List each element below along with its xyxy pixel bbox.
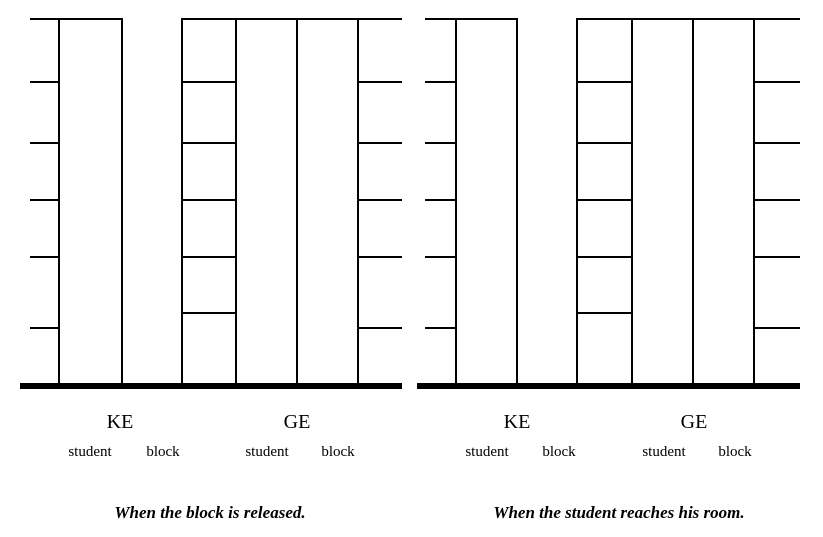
sub-label-ge-block: block [718, 444, 752, 460]
gridline-tick-right-4 [357, 199, 402, 201]
bar-division-ke-block-2 [181, 142, 237, 144]
bar-top-ke-block [181, 18, 237, 20]
energy-bar-chart-panel-left: KE GE student block student block When t… [0, 0, 411, 537]
gridline-tick-right-4 [753, 199, 800, 201]
sub-label-ke-student: student [465, 444, 509, 460]
bar-top-ke-student [58, 18, 123, 20]
gridline-tick-left-2 [425, 81, 456, 83]
gridline-tick-right-3 [357, 142, 402, 144]
baseline-axis [20, 383, 402, 389]
gridline-tick-right-5 [753, 256, 800, 258]
bar-division-ke-block-3 [576, 199, 633, 201]
gridline-tick-right-1 [753, 18, 800, 20]
gridline-tick-left-1 [30, 18, 60, 20]
panel-caption-right: When the student reaches his room. [493, 503, 745, 522]
gridline-tick-right-2 [357, 81, 402, 83]
bar-division-ke-block-5 [576, 312, 633, 314]
gridline-tick-left-4 [30, 199, 60, 201]
bar-top-ke-block [576, 18, 633, 20]
bar-edge-2 [121, 18, 123, 388]
gridline-tick-left-6 [30, 327, 60, 329]
bar-edge-5 [296, 18, 298, 388]
group-label-ke: KE [503, 411, 531, 433]
plot-area-right [412, 0, 823, 400]
group-label-ge: GE [680, 411, 708, 433]
group-label-ke: KE [106, 411, 134, 433]
plot-area-left [0, 0, 411, 400]
baseline-axis [417, 383, 800, 389]
gridline-tick-right-6 [753, 327, 800, 329]
bar-edge-2 [516, 18, 518, 388]
gridline-tick-left-3 [30, 142, 60, 144]
bar-edge-4 [235, 18, 237, 388]
gridline-tick-left-2 [30, 81, 60, 83]
bar-top-ge-block [692, 18, 755, 20]
bar-edge-5 [692, 18, 694, 388]
sub-label-ge-student: student [642, 444, 686, 460]
bar-edge-6 [357, 18, 359, 388]
gridline-tick-right-3 [753, 142, 800, 144]
bar-division-ke-block-1 [181, 81, 237, 83]
gridline-tick-left-5 [425, 256, 456, 258]
gridline-tick-left-1 [425, 18, 456, 20]
bar-division-ke-block-4 [576, 256, 633, 258]
group-label-ge: GE [283, 411, 311, 433]
bar-division-ke-block-1 [576, 81, 633, 83]
sub-label-ge-block: block [321, 444, 355, 460]
bar-edge-3 [576, 18, 578, 388]
sub-label-ke-block: block [146, 444, 180, 460]
gridline-tick-left-3 [425, 142, 456, 144]
sub-label-ke-block: block [542, 444, 576, 460]
bar-division-ke-block-3 [181, 199, 237, 201]
gridline-tick-left-5 [30, 256, 60, 258]
gridline-tick-right-2 [753, 81, 800, 83]
bar-top-ke-student [455, 18, 518, 20]
gridline-tick-left-4 [425, 199, 456, 201]
bar-edge-4 [631, 18, 633, 388]
gridline-tick-right-6 [357, 327, 402, 329]
energy-bar-chart-panel-right: KE GE student block student block When t… [412, 0, 823, 537]
gridline-tick-right-5 [357, 256, 402, 258]
bar-division-ke-block-5 [181, 312, 237, 314]
bar-division-ke-block-2 [576, 142, 633, 144]
bar-top-ge-student [631, 18, 694, 20]
gridline-tick-left-6 [425, 327, 456, 329]
bar-edge-3 [181, 18, 183, 388]
bar-top-ge-student [235, 18, 298, 20]
bar-top-ge-block [296, 18, 359, 20]
bar-edge-6 [753, 18, 755, 388]
gridline-tick-right-1 [357, 18, 402, 20]
bar-edge-1 [58, 18, 60, 388]
sub-label-ge-student: student [245, 444, 289, 460]
bar-edge-1 [455, 18, 457, 388]
sub-label-ke-student: student [68, 444, 112, 460]
bar-division-ke-block-4 [181, 256, 237, 258]
panel-caption-left: When the block is released. [114, 503, 306, 522]
